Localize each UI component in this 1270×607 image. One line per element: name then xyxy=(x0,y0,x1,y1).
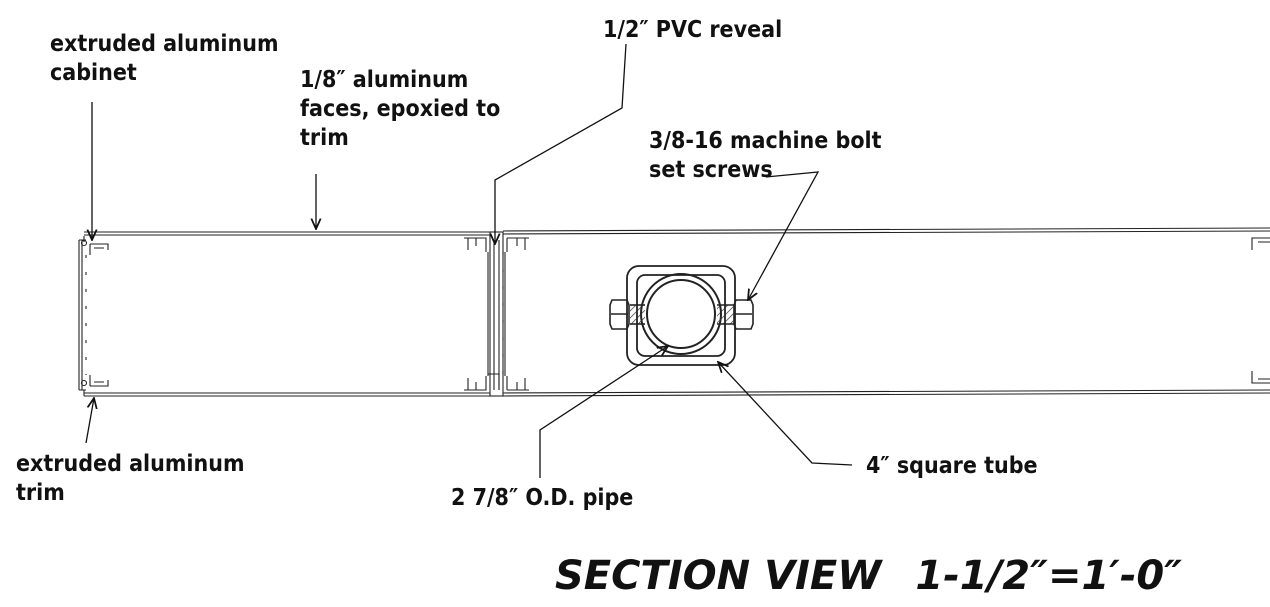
label-extruded-aluminum-trim: extruded aluminum trim xyxy=(16,450,245,508)
left-panel-top-face xyxy=(84,231,490,236)
label-line: 2 7/8″ O.D. pipe xyxy=(451,485,634,511)
label-line: 1/8″ aluminum xyxy=(300,67,469,93)
title-main: SECTION VIEW xyxy=(555,553,882,599)
leader-pipe xyxy=(539,346,668,478)
right-end-trim xyxy=(1251,237,1270,384)
label-square-tube: 4″ square tube xyxy=(866,452,1038,481)
label-od-pipe: 2 7/8″ O.D. pipe xyxy=(451,484,633,513)
label-aluminum-faces: 1/8″ aluminum faces, epoxied to trim xyxy=(300,66,500,153)
left-cabinet-end xyxy=(78,236,109,396)
leader-trim xyxy=(85,398,94,444)
center-reveal xyxy=(464,231,529,397)
od-pipe xyxy=(640,273,722,355)
right-set-screw-bolt xyxy=(717,299,754,330)
label-line: extruded aluminum xyxy=(16,451,245,477)
label-line: trim xyxy=(300,125,349,151)
drawing-title: SECTION VIEW 1-1/2″=1′-0″ xyxy=(555,553,1182,599)
label-line: set screws xyxy=(649,157,773,183)
label-machine-bolt-set-screws: 3/8-16 machine bolt set screws xyxy=(649,127,882,185)
right-panel-bottom-face xyxy=(502,389,1270,397)
label-pvc-reveal: 1/2″ PVC reveal xyxy=(603,16,782,45)
left-set-screw-bolt xyxy=(609,299,645,330)
leader-set-screws xyxy=(748,171,820,300)
label-extruded-aluminum-cabinet: extruded aluminum cabinet xyxy=(50,30,279,88)
label-line: 3/8-16 machine bolt xyxy=(649,128,882,154)
leader-reveal xyxy=(495,43,627,244)
label-line: cabinet xyxy=(50,60,137,86)
right-panel-top-face xyxy=(502,227,1270,235)
label-line: extruded aluminum xyxy=(50,31,279,57)
label-line: trim xyxy=(16,480,65,506)
label-line: 1/2″ PVC reveal xyxy=(603,17,783,43)
left-panel-bottom-face xyxy=(84,392,490,397)
leader-tube xyxy=(718,362,853,466)
title-scale: 1-1/2″=1′-0″ xyxy=(915,553,1183,599)
label-line: 4″ square tube xyxy=(866,453,1038,479)
label-line: faces, epoxied to xyxy=(300,96,501,122)
